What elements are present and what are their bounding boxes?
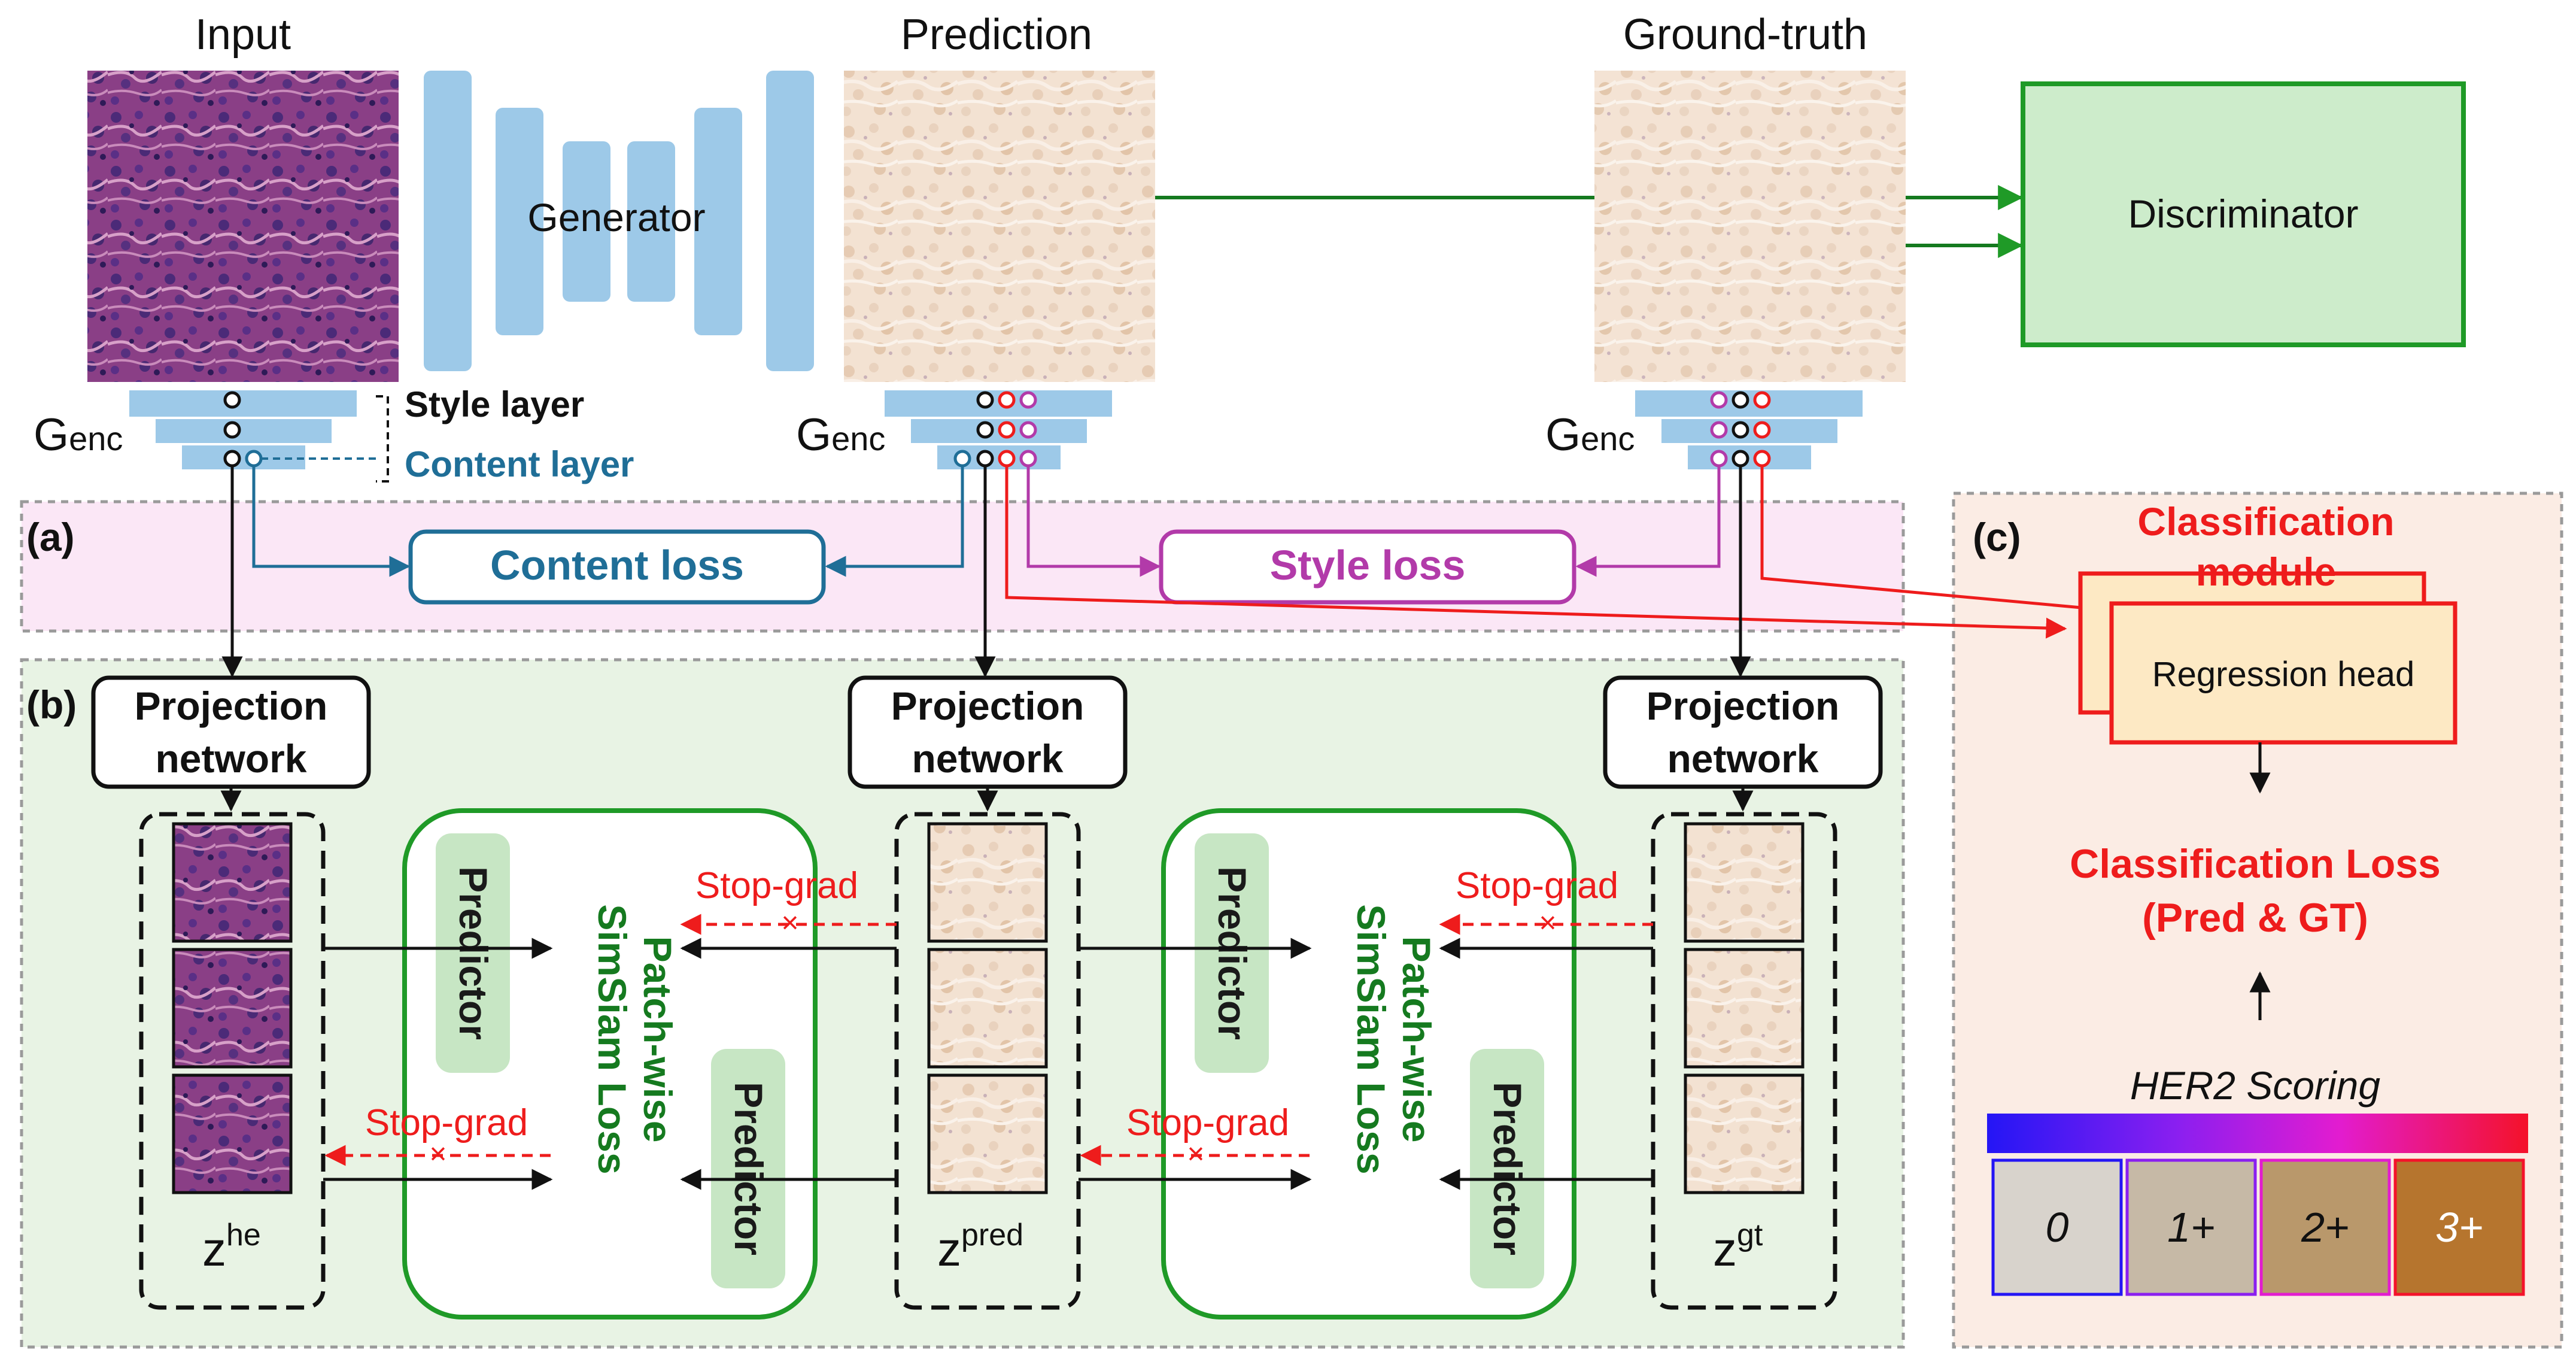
encoder-ground-truth xyxy=(1635,390,1863,469)
panel-a-tag: (a) xyxy=(26,515,75,559)
panel-b-z-pred: pred xyxy=(961,1218,1023,1252)
her2-scoring-title: HER2 Scoring xyxy=(2130,1063,2380,1108)
svg-text:×: × xyxy=(429,1137,446,1170)
panel-b-z-he: he xyxy=(226,1218,261,1252)
embedding-column-he: zhe xyxy=(139,812,326,1310)
encoder-label-sub: enc xyxy=(1581,420,1635,457)
encoder-label-sub: enc xyxy=(831,420,885,457)
content-layer-label: Content layer xyxy=(405,444,634,484)
panel-b-predictor: Predictor xyxy=(727,1082,771,1255)
her2-gradient-bar xyxy=(1987,1114,2528,1153)
prediction-label: Prediction xyxy=(901,11,1092,59)
content-loss-box xyxy=(408,529,826,605)
input-image xyxy=(87,71,399,382)
encoder-label-main: G xyxy=(34,410,69,460)
stop-grad-1-bottom: Stop-grad xyxy=(365,1102,528,1143)
panel-b-loss-line1: Patch-wise xyxy=(636,936,680,1143)
stop-grad-1-top: Stop-grad xyxy=(695,865,858,906)
classification-module-line1: Classification xyxy=(2137,499,2394,544)
classification-loss-line2: (Pred & GT) xyxy=(2142,895,2368,941)
generator-bars xyxy=(424,71,814,371)
embedding-column-pred: zpred xyxy=(894,812,1081,1310)
projection-network-prediction: Projection network xyxy=(847,675,1128,789)
ground-truth-label: Ground-truth xyxy=(1623,11,1867,59)
panel-b-loss-line2: SimSiam Loss xyxy=(590,904,634,1174)
classification-loss-line1: Classification Loss xyxy=(2070,841,2441,887)
predictor-1-bottom xyxy=(711,1049,785,1288)
predictor-1-top xyxy=(436,833,510,1073)
panel-b-z-gt: gt xyxy=(1737,1218,1763,1252)
panel-b-predictor: Predictor xyxy=(1210,866,1254,1040)
encoder-nodes-ground-truth xyxy=(1710,391,1771,468)
panel-b-projection-line2: network xyxy=(912,736,1063,781)
predictor-2-top xyxy=(1195,833,1269,1073)
stop-grad-2-top: Stop-grad xyxy=(1456,865,1618,906)
projection-network-input: Projection network xyxy=(91,675,371,789)
her2-score-0: 0 xyxy=(2046,1204,2069,1251)
panel-b-loss-line1: Patch-wise xyxy=(1395,936,1439,1143)
encoder-label-ground-truth: Genc xyxy=(1545,410,1635,460)
prediction-image xyxy=(844,71,1155,382)
style-loss-box xyxy=(1159,529,1576,605)
svg-text:×: × xyxy=(1187,1137,1204,1170)
encoder-label-main: G xyxy=(1545,410,1581,460)
panel-b-z-main: z xyxy=(202,1223,226,1276)
her2-score-1: 1+ xyxy=(2167,1204,2215,1251)
panel-b-projection-line1: Projection xyxy=(1647,684,1840,728)
regression-head-box xyxy=(2109,601,2457,745)
content-loss-label: Content loss xyxy=(490,542,744,589)
svg-text:zhe: zhe xyxy=(202,1218,261,1276)
panel-b-predictor: Predictor xyxy=(451,866,496,1040)
svg-text:×: × xyxy=(1539,906,1556,939)
svg-text:×: × xyxy=(781,906,798,939)
embedding-column-gt: zgt xyxy=(1651,812,1837,1310)
discriminator-box xyxy=(2021,81,2466,347)
svg-text:zpred: zpred xyxy=(937,1218,1023,1276)
panel-b-projection-line2: network xyxy=(155,736,306,781)
projection-network-ground-truth: Projection network xyxy=(1603,675,1883,789)
style-loss-label: Style loss xyxy=(1270,542,1466,589)
panel-b-projection-line1: Projection xyxy=(135,684,328,728)
encoder-input xyxy=(129,390,357,469)
panel-b-tag: (b) xyxy=(26,682,77,727)
panel-b-projection-line1: Projection xyxy=(891,684,1085,728)
encoder-label-prediction: Genc xyxy=(796,410,885,460)
panel-b-loss-line2: SimSiam Loss xyxy=(1349,904,1393,1174)
encoder-label-input: Genc xyxy=(34,410,123,460)
stop-grad-2-bottom: Stop-grad xyxy=(1126,1102,1289,1143)
encoder-nodes-prediction xyxy=(953,391,1037,468)
panel-b-z-main: z xyxy=(1713,1223,1737,1276)
panel-b-z-main: z xyxy=(937,1223,961,1276)
encoder-label-main: G xyxy=(796,410,831,460)
her2-score-tiles: 0 1+ 2+ 3+ xyxy=(1991,1158,2525,1296)
input-label: Input xyxy=(195,11,291,59)
her2-score-2: 2+ xyxy=(2301,1204,2349,1251)
predictor-2-bottom xyxy=(1470,1049,1544,1288)
encoder-label-sub: enc xyxy=(69,420,123,457)
panel-c-tag: (c) xyxy=(1973,515,2021,559)
ground-truth-image xyxy=(1594,71,1906,382)
regression-head-label: Regression head xyxy=(2152,655,2415,694)
style-layer-label: Style layer xyxy=(405,384,584,424)
panel-b-predictor: Predictor xyxy=(1486,1082,1530,1255)
panel-b-projection-line2: network xyxy=(1667,736,1818,781)
classification-module-line2: module xyxy=(2196,550,2337,594)
generator-label: Generator xyxy=(527,195,705,239)
her2-score-3: 3+ xyxy=(2435,1204,2483,1251)
svg-text:zgt: zgt xyxy=(1713,1218,1763,1276)
discriminator-label: Discriminator xyxy=(2128,192,2358,236)
